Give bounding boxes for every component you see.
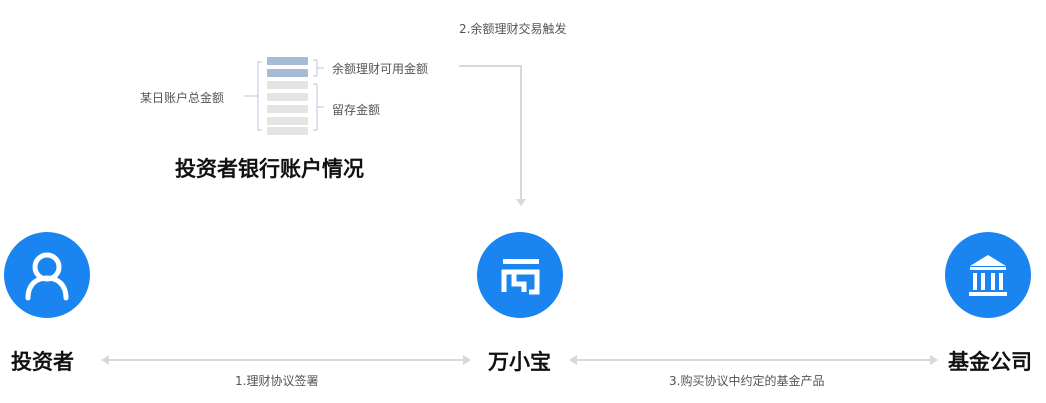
step2-label: 2.余额理财交易触发 [459,22,567,36]
reserve-bar [267,105,308,113]
available-bracket [313,59,318,77]
step1-label: 1.理财协议签署 [235,374,319,388]
wanxiaobao-node [477,232,563,318]
step1-arrowhead-right [463,355,471,365]
reserve-bar [267,127,308,135]
investor-node [4,232,90,318]
step2-line [459,65,522,200]
step3-arrowhead-right [930,355,938,365]
wanxiaobao-label: 万小宝 [488,350,551,374]
step1-arrowhead-left [101,355,109,365]
total-bracket [257,61,262,131]
available-bar [267,57,308,65]
step3-label: 3.购买协议中约定的基金产品 [669,374,825,388]
available-amount-label: 余额理财可用金额 [332,62,429,76]
reserve-bracket [313,83,318,131]
step3-arrowhead-left [569,355,577,365]
account-title: 投资者银行账户情况 [175,157,364,181]
reserve-bar [267,93,308,101]
wanxiaobao-logo-icon [501,259,540,295]
step2-arrowhead [516,199,526,206]
bank-icon [969,255,1007,296]
reserve-amount-label: 留存金额 [332,103,381,117]
reserve-bar [267,117,308,125]
reserve-bar [267,81,308,89]
user-icon [25,252,69,301]
fund-company-label: 基金公司 [948,350,1032,374]
investor-label: 投资者 [11,350,74,374]
total-amount-label: 某日账户总金额 [140,91,225,105]
available-bar [267,69,308,77]
fund-company-node [945,232,1031,318]
